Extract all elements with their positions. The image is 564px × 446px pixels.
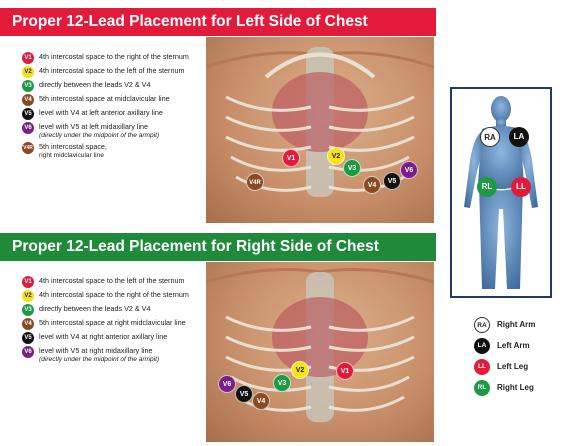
v5-dot: V5	[22, 332, 34, 344]
ra-electrode: RA	[480, 127, 500, 147]
legend-text: level with V5 at left midaxillary line(d…	[39, 122, 159, 140]
legend-text: directly between the leads V2 & V4	[39, 304, 151, 313]
legend-text: 5th intercostal space at midclavicular l…	[39, 94, 170, 103]
legend-row-la: LA Left Arm	[474, 335, 564, 356]
v2-dot: V2	[22, 66, 34, 78]
ra-dot: RA	[474, 316, 490, 333]
v5-dot: V5	[22, 108, 34, 120]
legend-item-v3: V3 directly between the leads V2 & V4	[22, 80, 222, 92]
v6-dot: V6	[22, 346, 34, 358]
legend-text: level with V4 at right anterior axillary…	[39, 332, 168, 341]
legend-item-v6: V6 level with V5 at left midaxillary line…	[22, 122, 222, 140]
marker-v3: V3	[343, 159, 361, 177]
marker-v4r: V4R	[246, 173, 264, 191]
marker-v1: V1	[282, 149, 300, 167]
legend-text: directly between the leads V2 & V4	[39, 80, 151, 89]
legend-text: 4th intercostal space to the right of th…	[39, 290, 189, 299]
legend-text: level with V4 at left anterior axillary …	[39, 108, 163, 117]
left-chest-illustration: V1 V2 V3 V4 V5 V6 V4R	[206, 37, 434, 223]
legend-item-v2: V2 4th intercostal space to the right of …	[22, 290, 222, 302]
legend-item-v3: V3 directly between the leads V2 & V4	[22, 304, 222, 316]
ra-label: Right Arm	[497, 320, 536, 329]
ll-label: Left Leg	[497, 362, 529, 371]
human-body-figure	[464, 96, 538, 289]
right-chest-illustration: V1 V2 V3 V4 V5 V6	[206, 262, 434, 442]
limb-lead-legend: RA Right Arm LA Left Arm LL Left Leg RL Righ…	[474, 314, 564, 398]
legend-text: 5th intercostal space,right midclavicula…	[39, 142, 107, 160]
marker-v4: V4	[363, 176, 381, 194]
legend-sub: (directly under the midpoint of the armp…	[39, 132, 160, 139]
v1-dot: V1	[22, 276, 34, 288]
v3-dot: V3	[22, 304, 34, 316]
legend-row-ra: RA Right Arm	[474, 314, 564, 335]
la-label: Left Arm	[497, 341, 530, 350]
marker-v3: V3	[273, 374, 291, 392]
legend-item-v5: V5 level with V4 at left anterior axillar…	[22, 108, 222, 120]
legend-item-v4r: V4R 5th intercostal space,right midclavic…	[22, 142, 222, 160]
legend-item-v5: V5 level with V4 at right anterior axilla…	[22, 332, 222, 344]
la-dot: LA	[474, 337, 490, 354]
limb-lead-body-diagram: RA LA RL LL	[450, 87, 552, 298]
legend-text: level with V5 at right midaxillary line(…	[39, 346, 159, 364]
v1-dot: V1	[22, 52, 34, 64]
legend-sub: (directly under the midpoint of the armp…	[39, 356, 160, 363]
legend-item-v2: V2 4th intercostal space to the left of t…	[22, 66, 222, 78]
legend-text: 4th intercostal space to the left of the…	[39, 276, 185, 285]
v4-dot: V4	[22, 94, 34, 106]
chest-anatomy-drawing	[206, 268, 434, 422]
legend-item-v6: V6 level with V5 at right midaxillary lin…	[22, 346, 222, 364]
legend-sub: right midclavicular line	[39, 152, 104, 159]
marker-v6: V6	[218, 375, 236, 393]
legend-text: 4th intercostal space to the left of the…	[39, 66, 185, 75]
marker-v6: V6	[400, 161, 418, 179]
v4-dot: V4	[22, 318, 34, 330]
la-electrode: LA	[509, 127, 529, 147]
legend-item-v4: V4 5th intercostal space at right midclav…	[22, 318, 222, 330]
legend-row-rl: RL Right Leg	[474, 377, 564, 398]
left-chest-legend: V1 4th intercostal space to the right of …	[22, 52, 222, 162]
legend-item-v4: V4 5th intercostal space at midclavicular…	[22, 94, 222, 106]
legend-main: level with V5 at right midaxillary line	[39, 346, 153, 355]
chest-anatomy-drawing	[206, 47, 434, 197]
right-chest-title: Proper 12-Lead Placement for Right Side …	[0, 233, 436, 261]
marker-v5: V5	[383, 172, 401, 190]
marker-v2: V2	[327, 147, 345, 165]
marker-v4: V4	[252, 392, 270, 410]
marker-v5: V5	[235, 385, 253, 403]
ll-electrode: LL	[511, 177, 531, 197]
left-chest-title: Proper 12-Lead Placement for Left Side o…	[0, 8, 436, 36]
rl-label: Right Leg	[497, 383, 534, 392]
marker-v1: V1	[336, 362, 354, 380]
legend-item-v1: V1 4th intercostal space to the right of …	[22, 52, 222, 64]
ll-dot: LL	[474, 358, 490, 375]
legend-item-v1: V1 4th intercostal space to the left of t…	[22, 276, 222, 288]
rl-dot: RL	[474, 379, 490, 396]
legend-row-ll: LL Left Leg	[474, 356, 564, 377]
marker-v2: V2	[291, 361, 309, 379]
rl-electrode: RL	[477, 177, 497, 197]
v3-dot: V3	[22, 80, 34, 92]
legend-text: 4th intercostal space to the right of th…	[39, 52, 189, 61]
legend-text: 5th intercostal space at right midclavic…	[39, 318, 186, 327]
v6-dot: V6	[22, 122, 34, 134]
legend-main: 5th intercostal space,	[39, 142, 107, 151]
right-chest-legend: V1 4th intercostal space to the left of t…	[22, 276, 222, 366]
v4r-dot: V4R	[22, 142, 34, 154]
legend-main: level with V5 at left midaxillary line	[39, 122, 149, 131]
v2-dot: V2	[22, 290, 34, 302]
